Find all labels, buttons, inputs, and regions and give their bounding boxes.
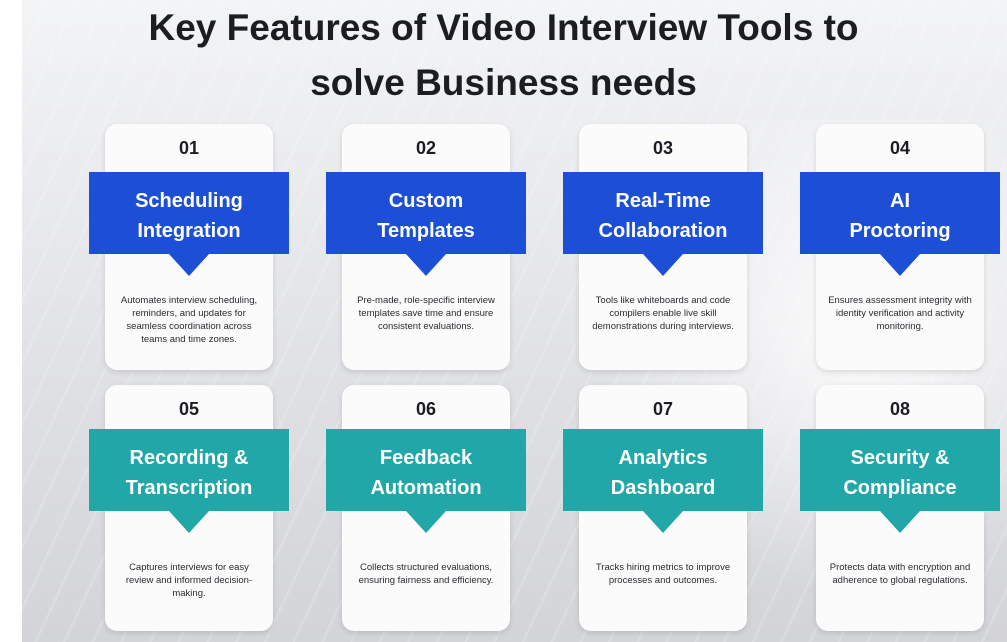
feature-title-line-2: Transcription bbox=[125, 477, 253, 499]
feature-card-04: 04 AI Proctoring Ensures assessment integ… bbox=[800, 124, 1000, 370]
feature-title-line-1: Recording & bbox=[129, 447, 249, 469]
feature-title-line-1: AI bbox=[890, 190, 910, 212]
feature-number: 07 bbox=[652, 399, 674, 419]
feature-title-line-2: Automation bbox=[370, 477, 482, 499]
feature-description: Tools like whiteboards and code compiler… bbox=[592, 295, 734, 332]
feature-number: 03 bbox=[652, 138, 674, 158]
page-title-line-1: Key Features of Video Interview Tools to bbox=[148, 7, 859, 48]
feature-description: Tracks hiring metrics to improve process… bbox=[595, 562, 731, 586]
feature-title-line-2: Integration bbox=[137, 220, 241, 242]
page-title-line-2: solve Business needs bbox=[310, 62, 697, 103]
feature-description: Ensures assessment integrity with identi… bbox=[828, 295, 972, 332]
feature-description: Pre-made, role-specific interview templa… bbox=[357, 295, 495, 332]
feature-title-line-2: Collaboration bbox=[598, 220, 728, 242]
feature-title: AI Proctoring bbox=[814, 184, 986, 248]
feature-ribbon: AI Proctoring bbox=[800, 172, 1000, 284]
feature-title-line-1: Real-Time bbox=[615, 190, 711, 212]
feature-description: Protects data with encryption and adhere… bbox=[829, 562, 971, 586]
feature-title: Security & Compliance bbox=[814, 441, 986, 505]
feature-title-line-1: Scheduling bbox=[135, 190, 243, 212]
feature-ribbon: Security & Compliance bbox=[800, 429, 1000, 541]
feature-number: 04 bbox=[889, 138, 911, 158]
feature-number: 08 bbox=[889, 399, 911, 419]
feature-title-line-1: Analytics bbox=[618, 447, 708, 469]
feature-card-05: 05 Recording & Transcription Captures int… bbox=[89, 385, 289, 631]
feature-title-line-1: Custom bbox=[388, 190, 464, 212]
feature-title-line-2: Proctoring bbox=[849, 220, 951, 242]
feature-number: 01 bbox=[178, 138, 200, 158]
feature-number: 05 bbox=[178, 399, 200, 419]
feature-ribbon: Recording & Transcription bbox=[89, 429, 289, 541]
feature-card-08: 08 Security & Compliance Protects data wi… bbox=[800, 385, 1000, 631]
page-title: Key Features of Video Interview Tools to… bbox=[0, 0, 1007, 108]
feature-title-line-2: Compliance bbox=[843, 477, 957, 499]
feature-title: Recording & Transcription bbox=[103, 441, 275, 505]
feature-description: Automates interview scheduling, reminder… bbox=[120, 295, 258, 345]
feature-description: Captures interviews for easy review and … bbox=[125, 562, 253, 599]
feature-number: 06 bbox=[415, 399, 437, 419]
feature-description: Collects structured evaluations, ensurin… bbox=[358, 562, 494, 586]
feature-title-line-1: Security & bbox=[850, 447, 950, 469]
feature-title-line-2: Templates bbox=[377, 220, 475, 242]
feature-number: 02 bbox=[415, 138, 437, 158]
feature-title-line-1: Feedback bbox=[379, 447, 473, 469]
feature-title-line-2: Dashboard bbox=[610, 477, 716, 499]
